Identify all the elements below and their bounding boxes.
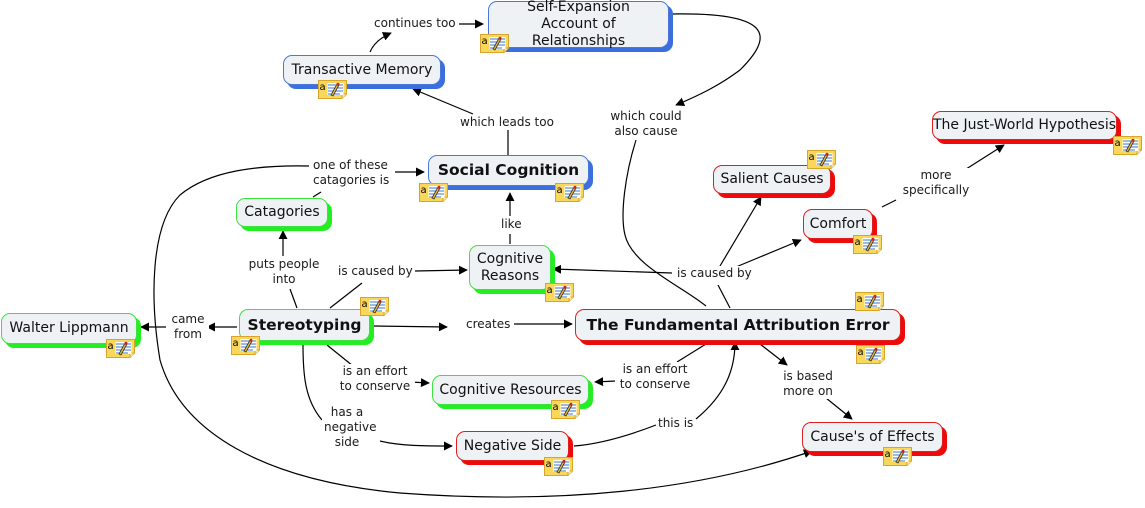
label-has-a-negative-side: has a negative side <box>322 405 377 450</box>
link-effort2-cres <box>594 377 617 387</box>
note-annotation-icon[interactable] <box>856 345 885 364</box>
note-annotation-icon[interactable] <box>545 283 574 302</box>
link-tm-continues <box>369 32 392 53</box>
node-negative-side[interactable]: Negative Side <box>456 431 569 461</box>
node-causes-of-effects[interactable]: Cause's of Effects <box>802 422 943 452</box>
link-se-could <box>671 13 761 107</box>
label-this-is: this is <box>656 416 696 431</box>
label-came-from: came from <box>167 312 209 342</box>
link-fae-causedby <box>717 284 731 309</box>
node-cognitive-resources[interactable]: Cognitive Resources <box>432 375 589 405</box>
node-walter-lippmann[interactable]: Walter Lippmann <box>1 313 137 344</box>
link-oneof-causes <box>153 165 813 498</box>
label-which-could-also-cause: which could also cause <box>606 109 686 139</box>
link-ns-this <box>573 424 657 447</box>
node-salient-causes[interactable]: Salient Causes <box>713 165 831 194</box>
node-social-cognition[interactable]: Social Cognition <box>428 155 589 186</box>
link-more-jw <box>962 144 1005 172</box>
link-st-effort <box>326 344 354 367</box>
link-has-ns <box>379 440 453 451</box>
link-st-causedby <box>329 282 363 309</box>
link-based-coe <box>825 397 853 420</box>
link-fae-based <box>759 343 788 366</box>
node-comfort[interactable]: Comfort <box>803 209 873 239</box>
link-this-fae <box>695 341 740 420</box>
link-causedby-comfort <box>735 238 802 268</box>
note-annotation-icon[interactable] <box>853 235 882 254</box>
link-fae-effort <box>676 343 707 363</box>
link-causedby-cr2 <box>552 264 673 274</box>
note-annotation-icon[interactable] <box>360 297 389 316</box>
link-comfort-more <box>881 199 897 208</box>
label-one-of-these: one of these catagories is <box>311 158 395 188</box>
label-like: like <box>499 217 524 232</box>
note-annotation-icon[interactable] <box>318 80 347 99</box>
label-is-an-effort-left: is an effort to conserve <box>335 364 415 394</box>
node-transactive-memory[interactable]: Transactive Memory <box>283 55 441 85</box>
note-annotation-icon[interactable] <box>807 150 836 169</box>
node-just-world-hypothesis[interactable]: The Just-World Hypothesis <box>932 111 1117 140</box>
node-stereotyping[interactable]: Stereotyping <box>239 309 370 341</box>
note-annotation-icon[interactable] <box>883 447 912 466</box>
link-causedby-salient <box>719 196 762 267</box>
link-st-has <box>302 344 323 421</box>
link-leads-tm <box>412 87 474 115</box>
node-cognitive-reasons[interactable]: Cognitive Reasons <box>469 245 551 290</box>
note-annotation-icon[interactable] <box>555 183 584 202</box>
note-annotation-icon[interactable] <box>231 336 260 355</box>
label-puts-people-into: puts people into <box>245 257 323 287</box>
label-which-leads-too: which leads too <box>458 115 556 130</box>
node-fundamental-attribution-error[interactable]: The Fundamental Attribution Error <box>575 309 901 341</box>
note-annotation-icon[interactable] <box>106 339 135 358</box>
label-continues-too: continues too <box>372 16 458 31</box>
node-catagories[interactable]: Catagories <box>236 198 328 227</box>
label-is-caused-by-right: is caused by <box>675 266 754 281</box>
link-causedby-cr <box>414 265 468 275</box>
link-st-creates <box>373 322 448 332</box>
note-annotation-icon[interactable] <box>544 457 573 476</box>
label-is-based-more-on: is based more on <box>779 369 837 399</box>
note-annotation-icon[interactable] <box>855 292 884 311</box>
note-annotation-icon[interactable] <box>480 34 509 53</box>
label-is-an-effort-right: is an effort to conserve <box>615 362 695 392</box>
label-is-caused-by-left: is caused by <box>336 264 415 279</box>
node-self-expansion[interactable]: Self-Expansion Account of Relationships <box>488 0 669 49</box>
link-could-fae <box>622 139 707 307</box>
link-st-puts <box>289 288 298 309</box>
label-creates: creates <box>464 317 513 332</box>
link-cat-oneof <box>312 191 322 198</box>
label-more-specifically: more specifically <box>898 168 974 198</box>
note-annotation-icon[interactable] <box>419 183 448 202</box>
note-annotation-icon[interactable] <box>551 400 580 419</box>
note-annotation-icon[interactable] <box>1113 136 1142 155</box>
